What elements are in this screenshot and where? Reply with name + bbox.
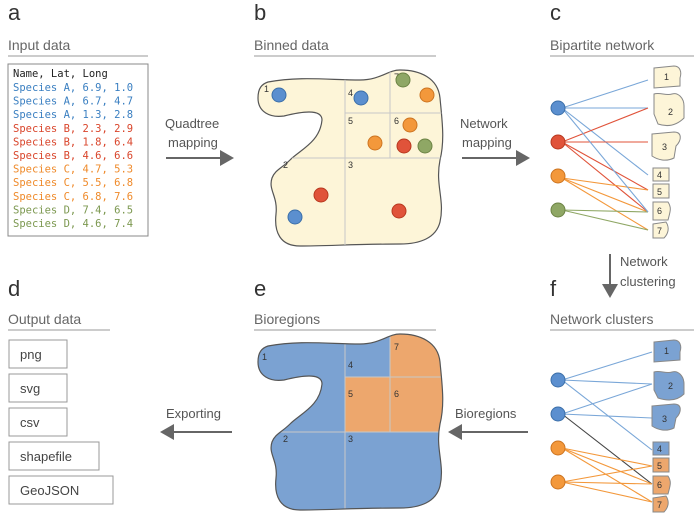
svg-text:2: 2 (668, 107, 673, 117)
output-format-box (8, 373, 68, 403)
arrow-exporting: Exporting (160, 406, 232, 440)
arrow-quadtree-label-2: mapping (168, 135, 218, 150)
svg-text:3: 3 (662, 414, 667, 424)
panel-e-header: e Bioregions (254, 276, 436, 331)
output-format-box (8, 475, 114, 505)
arrow-clustering: Network clustering (602, 254, 676, 298)
panel-title-binned: Binned data (254, 37, 329, 53)
svg-text:7: 7 (657, 500, 662, 510)
binned-occurrences (271, 72, 435, 225)
bioregions-map: 1 2 3 4 5 6 7 (257, 333, 444, 511)
svg-text:6: 6 (394, 389, 399, 399)
output-format-label: csv (20, 415, 40, 430)
svg-text:1: 1 (262, 352, 267, 362)
panel-title-bioregions: Bioregions (254, 311, 320, 327)
arrow-quadtree: Quadtree mapping (165, 116, 234, 166)
arrow-clustering-label-2: clustering (620, 274, 676, 289)
input-row: Species A, 6.9, 1.0 (13, 82, 133, 94)
output-format-box (8, 407, 68, 437)
bipartite-network: 1 2 3 4 5 6 7 (550, 65, 685, 239)
input-row: Species C, 6.8, 7.6 (13, 191, 133, 203)
svg-text:3: 3 (662, 142, 667, 152)
panel-b-header: b Binned data (254, 0, 436, 57)
svg-text:4: 4 (657, 170, 662, 180)
svg-text:2: 2 (283, 160, 288, 170)
input-table-header: Name, Lat, Long (13, 68, 108, 80)
panel-letter-d: d (8, 276, 20, 301)
svg-text:6: 6 (657, 480, 662, 490)
input-row: Species B, 2.3, 2.9 (13, 123, 133, 135)
panel-title-input: Input data (8, 37, 70, 53)
svg-text:4: 4 (348, 360, 353, 370)
svg-text:2: 2 (668, 381, 673, 391)
input-row: Species B, 4.6, 6.6 (13, 150, 133, 162)
arrow-network: Network mapping (460, 116, 530, 166)
panel-letter-a: a (8, 0, 21, 25)
panel-letter-c: c (550, 0, 561, 25)
svg-text:1: 1 (264, 84, 269, 94)
svg-text:4: 4 (657, 444, 662, 454)
svg-text:7: 7 (657, 226, 662, 236)
svg-text:5: 5 (348, 116, 353, 126)
output-format-box (8, 339, 68, 369)
svg-text:6: 6 (657, 206, 662, 216)
svg-text:7: 7 (394, 342, 399, 352)
panel-title-clusters: Network clusters (550, 311, 653, 327)
arrow-bioregions-label: Bioregions (455, 406, 517, 421)
input-row: Species C, 5.5, 6.8 (13, 177, 133, 189)
network-cell-labels-c: 1 2 3 4 5 6 7 (657, 72, 673, 236)
svg-text:5: 5 (657, 461, 662, 471)
output-format-label: shapefile (20, 449, 72, 464)
input-row: Species A, 6.7, 4.7 (13, 96, 133, 108)
input-row: Species B, 1.8, 6.4 (13, 136, 133, 148)
panel-title-bipartite: Bipartite network (550, 37, 655, 53)
input-row: Species D, 7.4, 6.5 (13, 204, 133, 216)
panel-f-header: f Network clusters (550, 276, 694, 331)
network-clusters: 1 2 3 4 5 6 7 (550, 339, 685, 513)
input-row: Species A, 1.3, 2.8 (13, 109, 133, 121)
bioregion-cell-labels: 1 2 3 4 5 6 7 (262, 342, 399, 444)
input-table: Name, Lat, Long Species A, 6.9, 1.0Speci… (7, 63, 149, 237)
input-row: Species C, 4.7, 5.3 (13, 164, 133, 176)
arrow-bioregions: Bioregions (448, 406, 528, 440)
svg-text:3: 3 (348, 160, 353, 170)
panel-d-header: d Output data (8, 276, 110, 331)
panel-letter-f: f (550, 276, 557, 301)
arrow-network-label-2: mapping (462, 135, 512, 150)
output-format-label: GeoJSON (20, 483, 79, 498)
output-format-label: svg (20, 381, 40, 396)
arrow-network-label-1: Network (460, 116, 508, 131)
arrow-exporting-label: Exporting (166, 406, 221, 421)
svg-text:5: 5 (657, 187, 662, 197)
output-format-box (8, 441, 100, 471)
svg-text:3: 3 (348, 434, 353, 444)
svg-text:4: 4 (348, 88, 353, 98)
svg-text:5: 5 (348, 389, 353, 399)
panel-letter-b: b (254, 0, 266, 25)
panel-c-header: c Bipartite network (550, 0, 694, 57)
svg-text:6: 6 (394, 116, 399, 126)
arrow-quadtree-label-1: Quadtree (165, 116, 219, 131)
network-cell-labels-f: 1 2 3 4 5 6 7 (657, 346, 673, 510)
panel-letter-e: e (254, 276, 266, 301)
arrow-clustering-label-1: Network (620, 254, 668, 269)
svg-text:2: 2 (283, 434, 288, 444)
svg-text:1: 1 (664, 72, 669, 82)
binned-map: 1 2 3 4 5 6 7 (257, 69, 444, 247)
svg-text:1: 1 (664, 346, 669, 356)
input-row: Species D, 4.6, 7.4 (13, 218, 133, 230)
panel-title-output: Output data (8, 311, 81, 327)
output-format-label: png (20, 347, 42, 362)
panel-a-header: a Input data (8, 0, 148, 57)
